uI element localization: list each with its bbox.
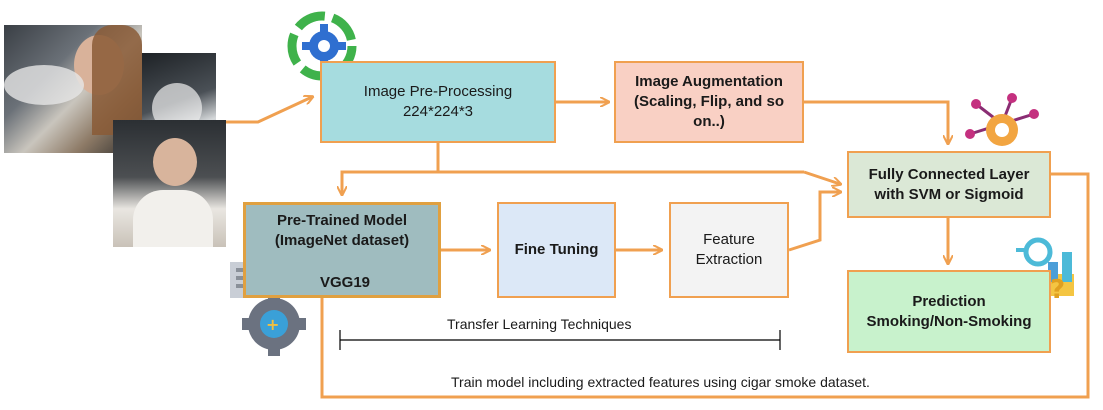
feature-label-2: Extraction (695, 251, 763, 268)
arrow-preprocessing-to-pretrained (342, 143, 440, 194)
fc-detail: with SVM or Sigmoid (874, 185, 1024, 203)
image-augmentation-box: Image Augmentation (Scaling, Flip, and s… (614, 61, 804, 143)
arrow-line-to-fc (803, 170, 840, 184)
fine-tuning-label: Fine Tuning (514, 241, 599, 258)
transfer-learning-label: Transfer Learning Techniques (447, 316, 632, 332)
preprocessing-title: Image Pre-Processing (363, 83, 513, 100)
fully-connected-layer-box: Fully Connected Layer with SVM or Sigmoi… (847, 151, 1051, 218)
smoking-photo-car (4, 25, 142, 153)
arrow-feature-to-fc (788, 192, 840, 252)
prediction-box: Prediction Smoking/Non-Smoking (847, 270, 1051, 353)
training-loop-line (320, 172, 1090, 399)
pretrained-dataset: (ImageNet dataset) (274, 232, 410, 249)
pretrained-model-name: VGG19 (320, 274, 371, 291)
image-preprocessing-box: Image Pre-Processing 224*224*3 (320, 61, 556, 143)
svg-text:+: + (266, 315, 279, 334)
network-gear-icon (965, 93, 1039, 146)
prediction-classes: Smoking/Non-Smoking (866, 312, 1032, 330)
arrow-images-to-preprocessing (226, 97, 312, 124)
augmentation-detail-1: (Scaling, Flip, and so (633, 93, 784, 110)
pretrained-title: Pre-Trained Model (276, 212, 407, 229)
fc-title: Fully Connected Layer (868, 165, 1030, 183)
training-note: Train model including extracted features… (451, 374, 870, 390)
feature-extraction-box: Feature Extraction (669, 202, 789, 298)
fine-tuning-box: Fine Tuning (497, 202, 616, 298)
augmentation-title: Image Augmentation (635, 73, 783, 90)
feature-label-1: Feature (703, 231, 755, 248)
preprocessing-size: 224*224*3 (402, 103, 474, 120)
pretrained-model-box: Pre-Trained Model (ImageNet dataset) VGG… (243, 202, 441, 298)
smoking-photo-vape (113, 120, 226, 247)
arrow-augmentation-to-fc (804, 100, 948, 143)
augmentation-detail-2: on..) (693, 113, 725, 130)
svg-text:?: ? (1050, 275, 1065, 304)
prediction-title: Prediction (912, 292, 986, 310)
